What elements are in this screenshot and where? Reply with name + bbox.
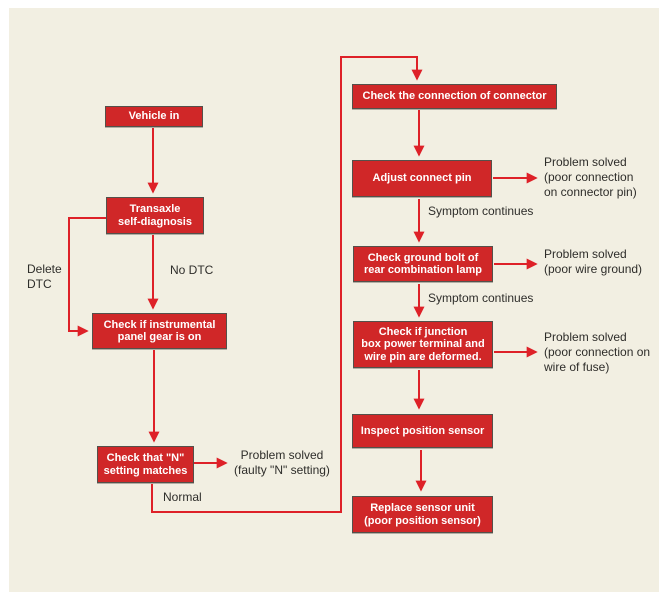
box-transaxle-self-diagnosis: Transaxle self-diagnosis [106,197,204,234]
box-adjust-connect-pin: Adjust connect pin [352,160,492,197]
box-check-connector: Check the connection of connector [352,84,557,109]
box-inspect-position-sensor: Inspect position sensor [352,414,493,448]
box-check-ground-bolt: Check ground bolt of rear combination la… [353,246,493,282]
label-problem-solved-wire-ground: Problem solved (poor wire ground) [544,247,643,276]
box-replace-sensor-unit: Replace sensor unit (poor position senso… [352,496,493,533]
label-symptom-continues-1: Symptom continues [428,204,534,218]
label-no-dtc: No DTC [170,263,214,277]
label-normal: Normal [163,490,202,504]
label-symptom-continues-2: Symptom continues [428,291,534,305]
label-problem-solved-connector-pin: Problem solved (poor connection on conne… [544,155,637,199]
box-check-junction-box: Check if junction box power terminal and… [353,321,493,368]
label-problem-solved-n-setting: Problem solved (faulty "N" setting) [234,448,330,477]
label-problem-solved-wire-fuse: Problem solved (poor connection on wire … [544,330,651,374]
box-check-panel-gear: Check if instrumental panel gear is on [92,313,227,349]
box-check-n-setting: Check that "N" setting matches [97,446,194,483]
diagram-panel [9,8,659,592]
box-vehicle-in: Vehicle in [105,106,203,127]
label-delete-dtc: Delete DTC [27,262,62,291]
